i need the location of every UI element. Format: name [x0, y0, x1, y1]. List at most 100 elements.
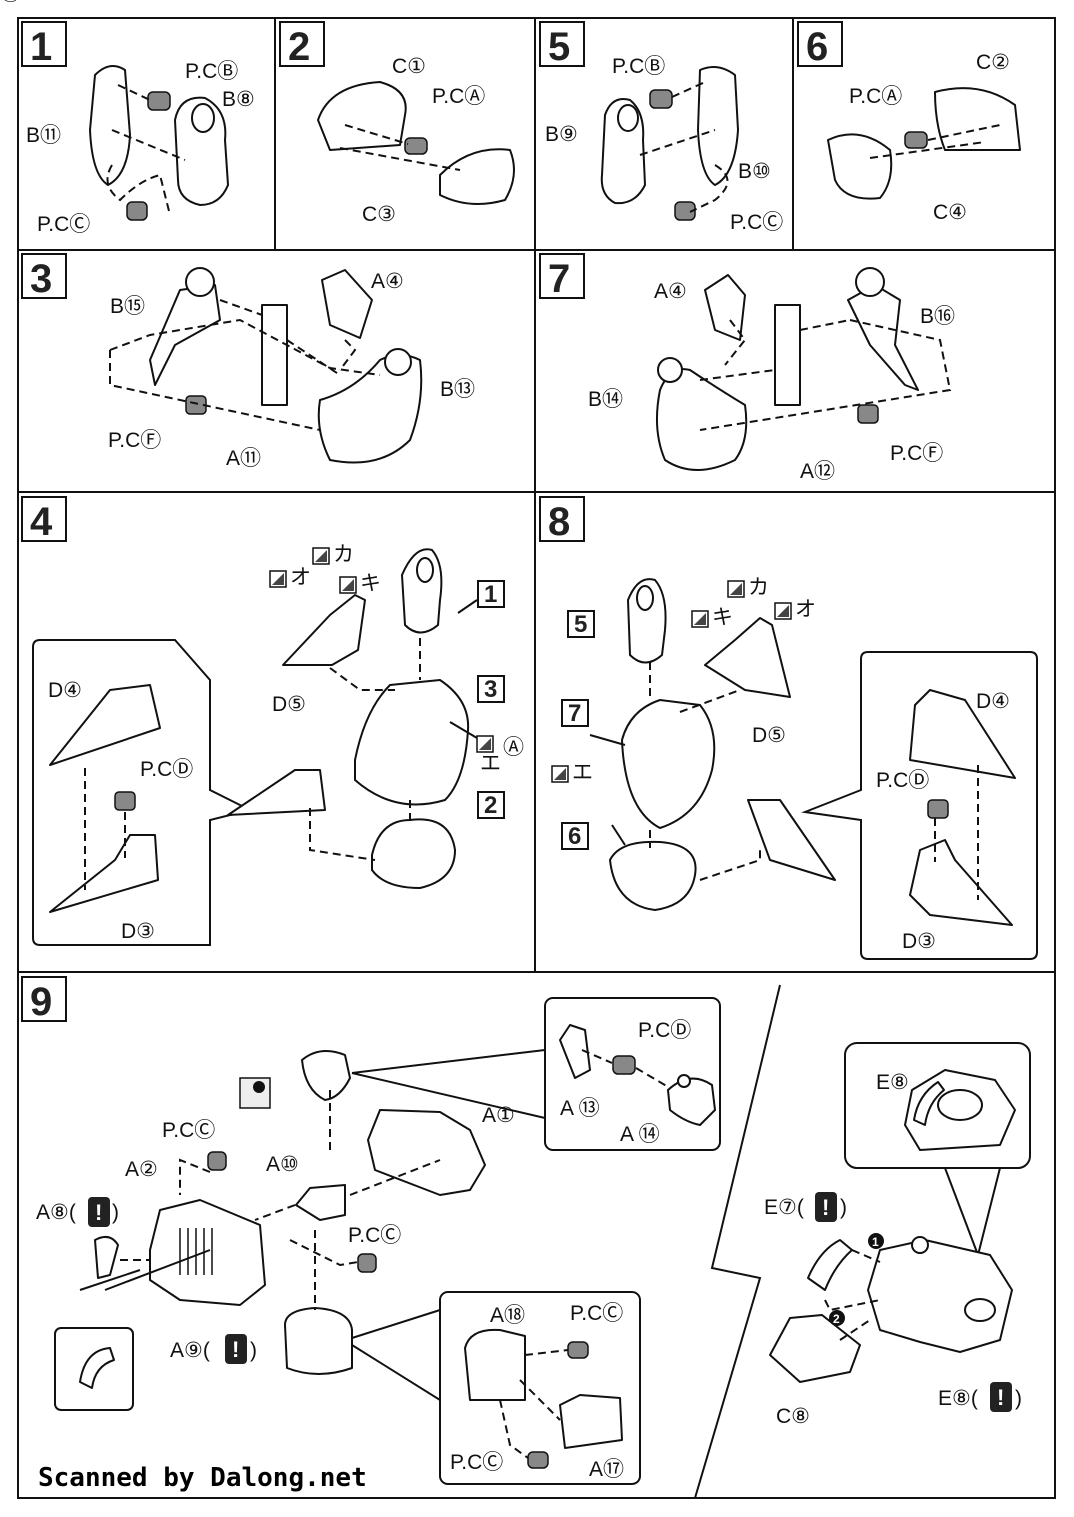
step-8-panel: 8 D④ P.CⒹ D③ D⑤ カ キ オ [539, 496, 1038, 960]
label-pc-a: P.CⒶ [432, 85, 485, 108]
part-shoulder-frame [847, 284, 919, 391]
part-torso-armor [354, 679, 470, 806]
part-body-assembly [867, 1239, 1013, 1353]
order-mark-1 [868, 1233, 884, 1249]
label-a9: A⑨( [170, 1339, 210, 1362]
step-5-panel: 5 P.CⒷ B⑨ B⑩ P.CⒸ [539, 21, 783, 234]
part-a18 [464, 1328, 526, 1401]
step-number: 3 [30, 257, 52, 301]
polycap-c [357, 1253, 377, 1273]
label-c3: C③ [362, 203, 396, 226]
step-number: 9 [30, 980, 52, 1024]
part-a13 [559, 1024, 591, 1079]
polycap-d [114, 791, 136, 811]
part-joint-post [774, 304, 801, 406]
svg-text:!: ! [95, 1200, 102, 1225]
label-a12: A⑫ [800, 460, 835, 483]
callout-box [54, 1327, 134, 1411]
sticker-o: オ [290, 566, 311, 589]
label-a2: A② [125, 1158, 158, 1181]
part-forearm-ref [609, 840, 697, 911]
part-armor-b13 [317, 354, 423, 464]
step-number-box [21, 496, 67, 542]
label-a17: A⑰ [589, 1458, 624, 1481]
step-3-panel: 3 A④ B⑮ B⑬ P.CⒻ A⑪ [21, 253, 475, 470]
label-a1: A① [482, 1104, 515, 1127]
polycap-d [612, 1055, 636, 1075]
callout-box [844, 1042, 1031, 1169]
label-pc-c: P.CⒸ [450, 1451, 503, 1474]
ref-step-6-box [561, 822, 589, 850]
part-knee-guard [747, 799, 836, 881]
label-e7: E⑦( [764, 1196, 804, 1219]
label-pc-b: P.CⒷ [612, 55, 665, 78]
step-1-panel: 1 P.CⒷ B⑧ B⑪ P.CⒸ [21, 21, 255, 236]
label-a14: A ⑭ [620, 1123, 660, 1146]
part-fin-d5 [282, 594, 366, 666]
part-shin-d3 [49, 834, 159, 913]
ref-step-2-box [477, 791, 505, 819]
ref-step-6: 6 [568, 823, 581, 850]
part-shoulder-half [697, 65, 739, 186]
grid-frames [17, 17, 1056, 1499]
label-hidden: Ⓓ [0, 0, 21, 5]
polycap-d [927, 799, 949, 819]
polycap-a [404, 137, 428, 155]
sticker-ka: カ [748, 576, 769, 599]
part-shoulder-frame [149, 284, 221, 386]
sticker-ki: キ [712, 606, 733, 629]
step-9-panel: 9 P.CⒹ A ⑬ A ⑭ [21, 976, 1031, 1499]
part-forearm-upper [934, 87, 1021, 151]
label-a4: A④ [654, 280, 687, 303]
sticker-o: オ [795, 598, 816, 621]
part-hole [191, 103, 215, 133]
label-pc-a: P.CⒶ [849, 85, 902, 108]
part-shin-d3 [909, 839, 1013, 926]
label-pc-f: P.CⒻ [890, 442, 943, 465]
label-b9: B⑨ [545, 123, 578, 146]
ref-step-7-box [561, 699, 589, 727]
polycap-b [147, 91, 171, 111]
part-a1-chest [367, 1109, 486, 1196]
label-sticker-e: Ⓐ [503, 736, 524, 759]
sticker-e: エ [572, 761, 593, 784]
step-number-box [539, 21, 585, 67]
exclamation-icon [990, 1382, 1012, 1412]
section-divider [694, 984, 781, 1499]
polycap-c [674, 201, 696, 221]
label-paren: ) [840, 1196, 847, 1219]
part-torso-armor [621, 699, 716, 829]
ref-step-3-box [477, 675, 505, 703]
label-d5: D⑤ [752, 724, 786, 747]
order-mark-2-text: 2 [833, 1312, 840, 1326]
step-number: 6 [806, 25, 828, 69]
part-e8-tube [913, 1081, 945, 1126]
svg-text:!: ! [232, 1337, 239, 1362]
label-b10: B⑩ [738, 160, 771, 183]
label-b14: B⑭ [588, 388, 623, 411]
step-number-box [21, 21, 67, 67]
ref-step-1-box [477, 580, 505, 608]
label-paren: ) [1015, 1387, 1022, 1410]
sticker-markers: オ カ キ エ [269, 543, 501, 775]
ref-step-2: 2 [484, 792, 497, 819]
callout-box [439, 1291, 641, 1485]
exclamation-icon [225, 1334, 247, 1364]
label-d3: D③ [121, 920, 155, 943]
label-e8: E⑧ [876, 1071, 909, 1094]
part-forearm-ref [371, 818, 456, 889]
step-number: 7 [548, 257, 570, 301]
label-a13: A ⑬ [560, 1097, 600, 1120]
callout-box [544, 997, 721, 1151]
part-armor-b14 [656, 368, 748, 471]
polycap-c [126, 201, 148, 221]
part-joint-post [261, 304, 288, 406]
label-a10: A⑩ [266, 1153, 299, 1176]
part-fin-d5 [704, 617, 791, 698]
sticker-ki: キ [360, 572, 381, 595]
polycap-b [649, 89, 673, 109]
part-a17 [559, 1394, 623, 1449]
label-d4: D④ [48, 679, 82, 702]
order-mark-1-text: 1 [872, 1235, 879, 1249]
part-shoulder-half [89, 65, 131, 186]
